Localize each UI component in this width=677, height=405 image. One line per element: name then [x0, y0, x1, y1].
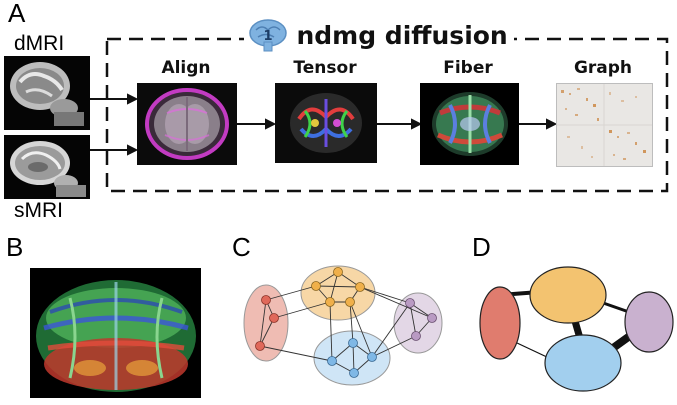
- network-nodes: [255, 267, 437, 378]
- node-orange-1: [311, 281, 321, 291]
- community-node-purple: [624, 291, 674, 353]
- adjacency-matrix-svg: [557, 84, 652, 166]
- panel-label-b: B: [6, 232, 24, 262]
- node-blue-2: [327, 356, 337, 366]
- community-node-orange: [529, 266, 607, 324]
- node-orange-4: [325, 297, 335, 307]
- community-red: [243, 284, 289, 362]
- panel-label-d: D: [472, 232, 491, 262]
- node-orange-3: [355, 282, 365, 292]
- tractography-image: [30, 268, 201, 398]
- svg-text:1: 1: [263, 29, 272, 44]
- node-blue-4: [349, 368, 359, 378]
- dmri-image: [4, 56, 90, 130]
- node-blue-3: [367, 352, 377, 362]
- graph-adjacency-matrix: [556, 83, 653, 167]
- node-orange-5: [345, 297, 355, 307]
- node-purple-1: [405, 298, 415, 308]
- panel-label-a: A: [8, 0, 26, 28]
- tensor-image: [275, 83, 377, 163]
- fiber-image: [420, 83, 519, 165]
- smri-label: sMRI: [14, 199, 63, 222]
- node-red-2: [269, 313, 279, 323]
- community-node-blue: [544, 334, 622, 392]
- pipeline-header: 1 ndmg diffusion: [244, 18, 514, 54]
- step-label-align: Align: [161, 58, 211, 78]
- smri-image: [4, 135, 90, 199]
- panel-label-c: C: [232, 232, 251, 262]
- node-orange-2: [333, 267, 343, 277]
- input-arrows: [90, 93, 139, 156]
- dmri-label: dMRI: [14, 32, 65, 55]
- pipeline-title: ndmg diffusion: [296, 20, 508, 50]
- community-node-red: [479, 286, 521, 360]
- step-label-graph: Graph: [573, 58, 633, 78]
- node-purple-2: [427, 313, 437, 323]
- step-label-tensor: Tensor: [293, 58, 357, 78]
- brain-logo-icon: 1: [249, 19, 287, 52]
- step-arrows: [237, 118, 558, 130]
- node-purple-3: [411, 331, 421, 341]
- community-ellipses: [243, 265, 443, 386]
- node-red-3: [255, 341, 265, 351]
- align-image: [137, 83, 237, 165]
- step-label-fiber: Fiber: [443, 58, 493, 78]
- node-blue-1: [348, 338, 358, 348]
- node-red-1: [261, 295, 271, 305]
